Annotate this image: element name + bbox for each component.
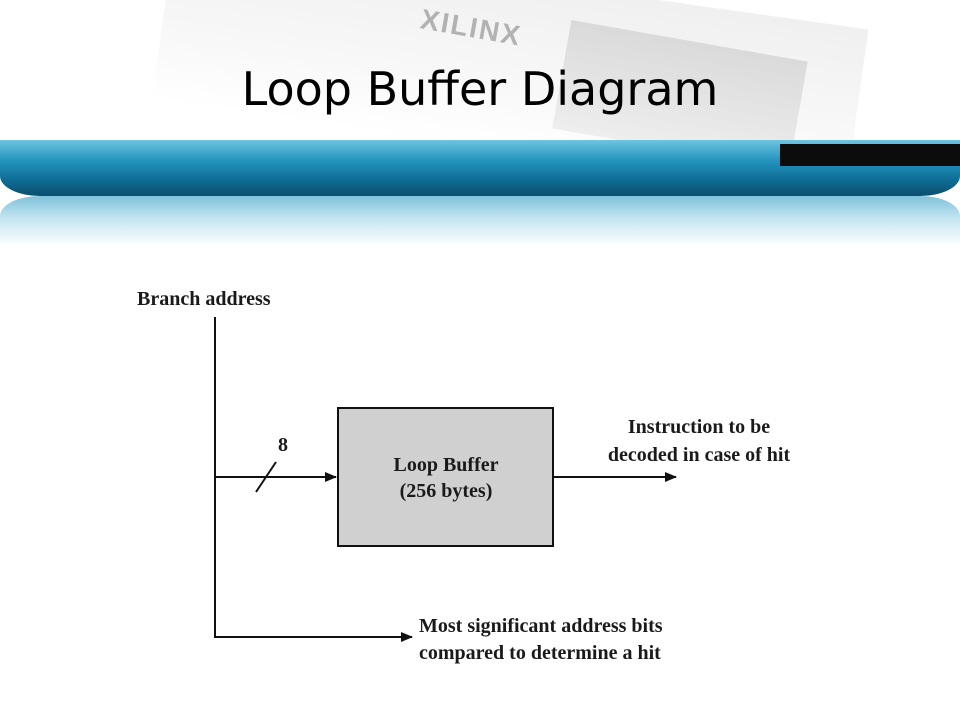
loop-buffer-size: (256 bytes) — [400, 480, 493, 502]
loop-buffer-name: Loop Buffer — [394, 454, 499, 476]
msb-label-line2: compared to determine a hit — [419, 642, 661, 664]
slide-title: Loop Buffer Diagram — [241, 62, 719, 116]
header-band-reflection — [0, 196, 960, 246]
bus-width-label: 8 — [278, 434, 288, 456]
msb-label-line1: Most significant address bits — [419, 615, 663, 637]
output-label-line1: Instruction to be — [628, 416, 770, 438]
bus-width-slash — [255, 461, 277, 493]
diagram-canvas: Branch address 8 Loop Buffer (256 bytes)… — [137, 288, 791, 664]
header-band-dark-accent — [780, 144, 960, 166]
slide-header: XILINX Loop Buffer Diagram — [0, 0, 960, 250]
output-label-line2: decoded in case of hit — [608, 444, 791, 466]
branch-address-label: Branch address — [137, 288, 271, 310]
loop-buffer-diagram: Branch address 8 Loop Buffer (256 bytes)… — [0, 250, 960, 720]
loop-buffer-box — [337, 407, 554, 547]
